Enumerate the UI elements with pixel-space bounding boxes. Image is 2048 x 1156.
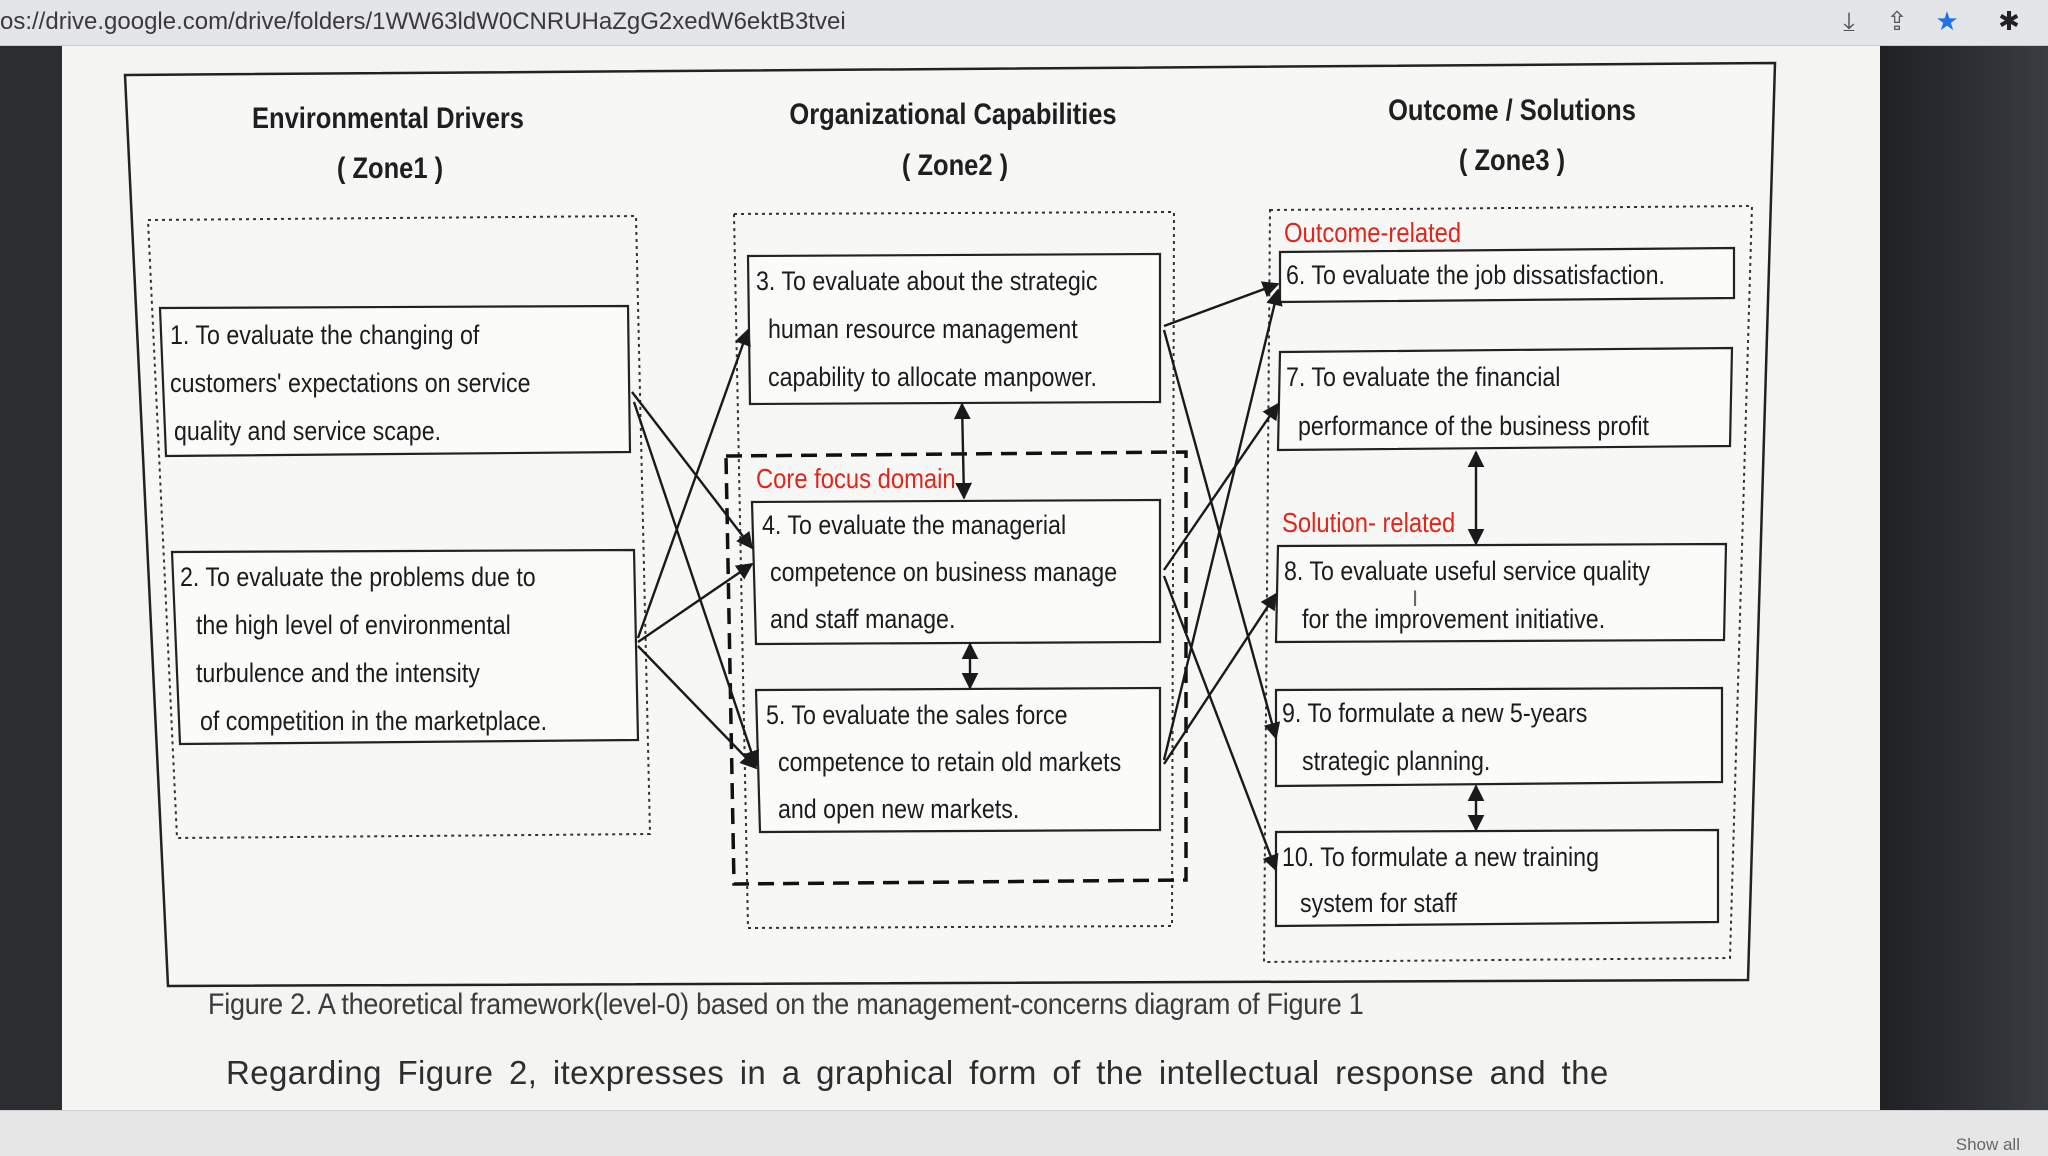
box-7-line-1: 7. To evaluate the financial xyxy=(1286,362,1560,392)
extensions-icon[interactable]: ✱ xyxy=(1998,6,2020,36)
box-3-line-1: 3. To evaluate about the strategic xyxy=(756,266,1098,296)
box-2-line-2: the high level of environmental xyxy=(196,610,511,640)
box-8-line-1: 8. To evaluate useful service quality xyxy=(1284,556,1650,586)
box-10-line-2: system for staff xyxy=(1300,888,1458,918)
left-dark-edge xyxy=(0,46,62,1110)
box-7-line-2: performance of the business profit xyxy=(1298,411,1649,441)
box-5-line-3: and open new markets. xyxy=(778,794,1019,824)
right-dark-edge xyxy=(1880,46,2048,1110)
box-8-line-2: for the improvement initiative. xyxy=(1302,604,1605,634)
arrow-4-to-7 xyxy=(1163,402,1279,571)
box-10-line-1: 10. To formulate a new training xyxy=(1282,842,1599,872)
download-icon[interactable]: ⤓ xyxy=(1843,6,1855,36)
zone-3-subtitle: ( Zone3 ) xyxy=(1459,143,1565,176)
arrow-5-to-8 xyxy=(1162,592,1278,765)
star-icon[interactable]: ★ xyxy=(1935,6,1959,36)
box-4-line-2: competence on business manage xyxy=(770,557,1117,587)
box-10 xyxy=(1274,828,1720,928)
arrow-4-to-10 xyxy=(1162,575,1279,872)
show-all-button[interactable]: Show all xyxy=(1955,1135,2020,1154)
text-cursor-icon: I xyxy=(1412,586,1418,611)
zone-3-heading: Outcome / Solutions ( Zone3 ) xyxy=(1388,93,1636,176)
solution-related-label: Solution- related xyxy=(1282,506,1455,538)
box-9-line-1: 9. To formulate a new 5-years xyxy=(1282,698,1587,728)
zone-2-subtitle: ( Zone2 ) xyxy=(902,148,1008,181)
arrow-3-4 xyxy=(953,402,973,500)
zone-2-heading: Organizational Capabilities ( Zone2 ) xyxy=(789,97,1116,181)
box-4 xyxy=(750,498,1162,646)
box-2-line-3: turbulence and the intensity xyxy=(196,658,480,688)
box-5-line-2: competence to retain old markets xyxy=(778,747,1121,777)
box-6-line-1: 6. To evaluate the job dissatisfaction. xyxy=(1286,260,1665,290)
download-shelf: Show all xyxy=(0,1110,2048,1156)
arrow-1-to-5 xyxy=(632,401,760,768)
box-1-line-3: quality and service scape. xyxy=(174,416,441,446)
zone-3-container xyxy=(1262,204,1754,964)
arrow-1-to-4 xyxy=(631,391,754,550)
box-1 xyxy=(158,304,632,458)
figure-caption: Figure 2. A theoretical framework(level-… xyxy=(208,988,1364,1021)
zone-1-container xyxy=(146,214,652,840)
box-2-line-4: of competition in the marketplace. xyxy=(200,706,547,736)
arrow-2-to-5 xyxy=(637,645,758,770)
box-3 xyxy=(746,252,1162,406)
box-1-line-2: customers' expectations on service xyxy=(170,368,531,398)
share-icon[interactable]: ⇪ xyxy=(1886,6,1908,36)
box-1-line-1: 1. To evaluate the changing of xyxy=(170,320,480,350)
browser-toolbar: os://drive.google.com/drive/folders/1WW6… xyxy=(0,0,2048,46)
address-bar[interactable]: os://drive.google.com/drive/folders/1WW6… xyxy=(0,8,846,35)
core-focus-label: Core focus domain xyxy=(756,462,956,494)
box-3-line-2: human resource management xyxy=(768,314,1078,344)
box-9 xyxy=(1274,686,1724,788)
box-6 xyxy=(1278,246,1736,304)
box-4-line-3: and staff manage. xyxy=(770,604,955,634)
arrow-2-to-4 xyxy=(637,563,754,643)
box-5-line-1: 5. To evaluate the sales force xyxy=(766,700,1068,730)
arrow-5-to-6 xyxy=(1162,288,1283,761)
arrow-3-to-6 xyxy=(1163,281,1280,328)
box-2-line-1: 2. To evaluate the problems due to xyxy=(180,562,536,592)
box-4-line-1: 4. To evaluate the managerial xyxy=(762,510,1066,540)
box-3-line-3: capability to allocate manpower. xyxy=(768,362,1097,392)
zone-1-heading: Environmental Drivers ( Zone1 ) xyxy=(252,101,524,184)
box-2 xyxy=(170,548,640,746)
zone-2-title: Organizational Capabilities xyxy=(789,97,1116,130)
box-9-line-2: strategic planning. xyxy=(1302,746,1490,776)
box-5 xyxy=(754,686,1162,834)
outcome-related-label: Outcome-related xyxy=(1284,216,1461,248)
body-paragraph: Regarding Figure 2, itexpresses in a gra… xyxy=(226,1054,1609,1091)
zone-1-title: Environmental Drivers xyxy=(252,101,524,134)
zone-1-subtitle: ( Zone1 ) xyxy=(337,151,443,184)
zone-3-title: Outcome / Solutions xyxy=(1388,93,1636,126)
arrow-2-to-3 xyxy=(636,328,751,639)
